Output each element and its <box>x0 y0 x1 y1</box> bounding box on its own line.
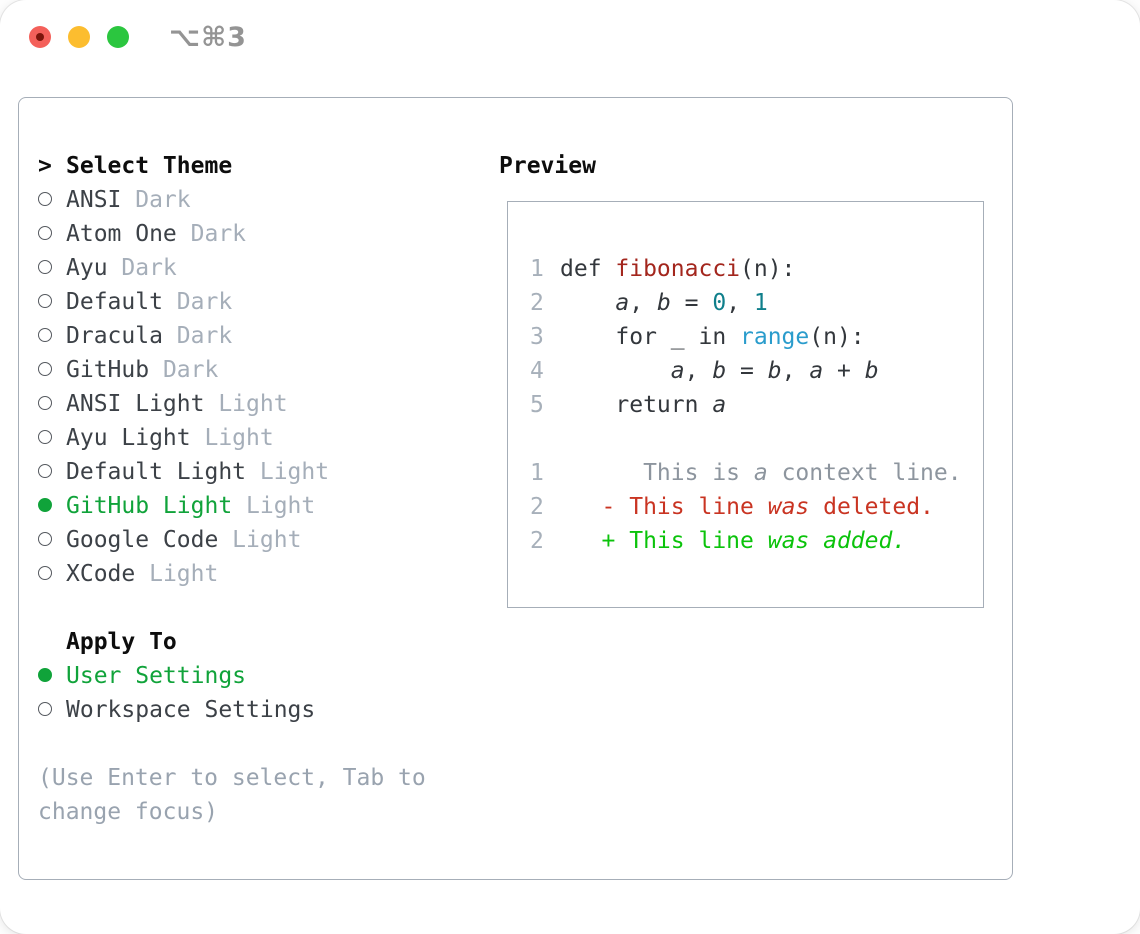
preview-code-line: 2 + This line was added. <box>530 524 983 558</box>
theme-variant: Dark <box>162 323 233 349</box>
theme-variant: Dark <box>107 255 177 281</box>
select-theme-header-label: Select Theme <box>66 153 233 179</box>
preview-code-line: 2 a, b = 0, 1 <box>530 286 983 320</box>
theme-name: GitHub <box>66 357 150 383</box>
apply-option-workspace-settings[interactable]: Workspace Settings <box>38 693 488 727</box>
preview-header-label: Preview <box>499 153 596 179</box>
theme-option-ayu-light[interactable]: Ayu Light Light <box>38 421 488 455</box>
theme-name: XCode <box>66 561 136 587</box>
theme-option-dracula[interactable]: Dracula Dark <box>38 319 488 353</box>
radio-icon <box>38 455 66 489</box>
radio-icon <box>38 489 66 523</box>
apply-to-header: Apply To <box>38 625 488 659</box>
radio-icon <box>38 285 66 319</box>
theme-variant: Dark <box>162 289 233 315</box>
line-number: 1 <box>530 460 544 486</box>
theme-variant: Light <box>232 493 316 519</box>
line-number: 2 <box>530 528 544 554</box>
line-number: 2 <box>530 290 544 316</box>
theme-option-default-light[interactable]: Default Light Light <box>38 455 488 489</box>
radio-icon <box>38 659 66 693</box>
radio-icon <box>38 421 66 455</box>
preview-header: Preview <box>499 149 984 183</box>
preview-code-line: 3 for _ in range(n): <box>530 320 983 354</box>
theme-variant: Light <box>190 425 274 451</box>
theme-option-xcode[interactable]: XCode Light <box>38 557 488 591</box>
theme-name: Ayu <box>66 255 108 281</box>
line-number: 1 <box>530 256 544 282</box>
radio-icon <box>38 557 66 591</box>
theme-option-atom-one[interactable]: Atom One Dark <box>38 217 488 251</box>
list-gap <box>38 591 488 625</box>
theme-name: Google Code <box>66 527 219 553</box>
radio-icon <box>38 251 66 285</box>
line-number: 5 <box>530 392 544 418</box>
theme-name: Dracula <box>66 323 163 349</box>
theme-name: ANSI <box>66 187 122 213</box>
theme-variant: Dark <box>121 187 191 213</box>
preview-code-line: 4 a, b = b, a + b <box>530 354 983 388</box>
radio-icon <box>38 217 66 251</box>
theme-name: Default <box>66 289 163 315</box>
theme-option-ansi[interactable]: ANSI Dark <box>38 183 488 217</box>
line-number: 2 <box>530 494 544 520</box>
theme-name: ANSI Light <box>66 391 205 417</box>
radio-icon <box>38 387 66 421</box>
cursor-arrow-icon: > <box>38 153 52 179</box>
preview-code-line: 5 return a <box>530 388 983 422</box>
theme-option-ayu[interactable]: Ayu Dark <box>38 251 488 285</box>
zoom-button[interactable] <box>107 26 129 48</box>
preview-code-line <box>530 422 983 456</box>
theme-name: Ayu Light <box>66 425 191 451</box>
radio-icon <box>38 353 66 387</box>
apply-option-label: User Settings <box>66 663 247 689</box>
theme-variant: Light <box>204 391 288 417</box>
hint-text-line-1: (Use Enter to select, Tab to <box>38 765 426 791</box>
theme-variant: Light <box>246 459 330 485</box>
theme-name: Atom One <box>66 221 177 247</box>
theme-option-google-code[interactable]: Google Code Light <box>38 523 488 557</box>
hint-gap <box>38 727 488 761</box>
theme-option-ansi-light[interactable]: ANSI Light Light <box>38 387 488 421</box>
line-number: 4 <box>530 358 544 384</box>
theme-option-github[interactable]: GitHub Dark <box>38 353 488 387</box>
line-number: 3 <box>530 324 544 350</box>
select-theme-header: > Select Theme <box>38 149 488 183</box>
preview-code-line: 1 This is a context line. <box>530 456 983 490</box>
radio-icon <box>38 693 66 727</box>
apply-to-header-label: Apply To <box>66 629 177 655</box>
radio-icon <box>38 523 66 557</box>
apply-option-user-settings[interactable]: User Settings <box>38 659 488 693</box>
close-button[interactable] <box>29 26 51 48</box>
preview-code-line: 2 - This line was deleted. <box>530 490 983 524</box>
radio-icon <box>38 319 66 353</box>
minimize-button[interactable] <box>68 26 90 48</box>
theme-option-default[interactable]: Default Dark <box>38 285 488 319</box>
radio-icon <box>38 183 66 217</box>
theme-name: GitHub Light <box>66 493 233 519</box>
theme-option-github-light[interactable]: GitHub Light Light <box>38 489 488 523</box>
window-title: ⌥⌘3 <box>169 21 247 53</box>
theme-variant: Dark <box>176 221 247 247</box>
hint-text-line-2: change focus) <box>38 799 219 825</box>
theme-variant: Light <box>218 527 302 553</box>
title-bar: ⌥⌘3 <box>0 0 1140 74</box>
theme-variant: Light <box>135 561 219 587</box>
theme-variant: Dark <box>149 357 219 383</box>
theme-name: Default Light <box>66 459 247 485</box>
apply-option-label: Workspace Settings <box>66 697 316 723</box>
